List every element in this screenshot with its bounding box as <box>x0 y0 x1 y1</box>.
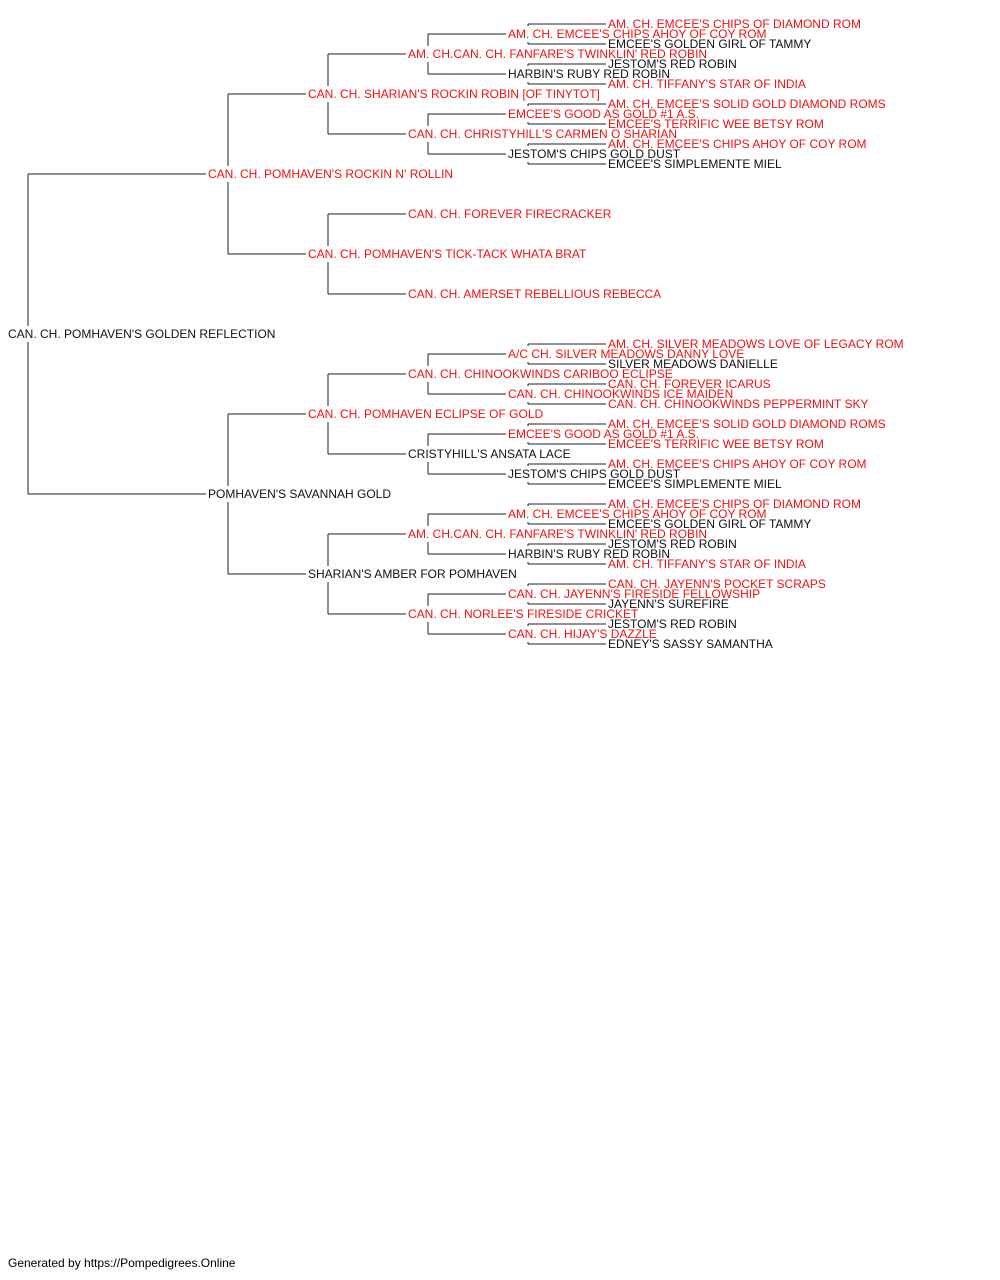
dog-subject-dam-dam-sire-sire-dam[interactable]: EMCEE'S GOLDEN GIRL OF TAMMY <box>608 517 811 531</box>
dog-subject-sire-sire-sire-sire-sire[interactable]: AM. CH. EMCEE'S CHIPS OF DIAMOND ROM <box>608 17 861 31</box>
dog-subject-sire-sire-sire-sire[interactable]: AM. CH. EMCEE'S CHIPS AHOY OF COY ROM <box>508 27 767 41</box>
dog-subject-dam-dam[interactable]: SHARIAN'S AMBER FOR POMHAVEN <box>308 567 517 581</box>
dog-subject-sire-sire-sire-dam-dam[interactable]: AM. CH. TIFFANY'S STAR OF INDIA <box>608 77 806 91</box>
dog-subject-dam-dam-dam-dam-dam[interactable]: EDNEY'S SASSY SAMANTHA <box>608 637 773 651</box>
dog-subject-dam-sire-dam-sire-dam[interactable]: EMCEE'S TERRIFIC WEE BETSY ROM <box>608 437 824 451</box>
dog-subject-dam-dam-sire-sire[interactable]: AM. CH. EMCEE'S CHIPS AHOY OF COY ROM <box>508 507 767 521</box>
dog-subject-sire-dam[interactable]: CAN. CH. POMHAVEN'S TICK-TACK WHATA BRAT <box>308 247 587 261</box>
dog-subject-sire-sire-dam-dam[interactable]: JESTOM'S CHIPS GOLD DUST <box>508 147 681 161</box>
dog-subject-dam-dam-sire-dam-dam[interactable]: AM. CH. TIFFANY'S STAR OF INDIA <box>608 557 806 571</box>
dog-subject-sire[interactable]: CAN. CH. POMHAVEN'S ROCKIN N' ROLLIN <box>208 167 453 181</box>
dog-subject-dam-dam-dam-dam[interactable]: CAN. CH. HIJAY'S DAZZLE <box>508 627 657 641</box>
dog-subject-sire-sire-sire[interactable]: AM. CH.CAN. CH. FANFARE'S TWINKLIN' RED … <box>408 47 707 61</box>
dog-subject-dam-dam-dam-dam-sire[interactable]: JESTOM'S RED ROBIN <box>608 617 737 631</box>
dog-subject-sire-sire[interactable]: CAN. CH. SHARIAN'S ROCKIN ROBIN [OF TINY… <box>308 87 600 101</box>
dog-subject-sire-sire-dam-sire-dam[interactable]: EMCEE'S TERRIFIC WEE BETSY ROM <box>608 117 824 131</box>
dog-subject-sire-sire-dam[interactable]: CAN. CH. CHRISTYHILL'S CARMEN O SHARIAN <box>408 127 677 141</box>
dog-subject-sire-dam-dam[interactable]: CAN. CH. AMERSET REBELLIOUS REBECCA <box>408 287 661 301</box>
dog-subject-dam-dam-dam-sire[interactable]: CAN. CH. JAYENN'S FIRESIDE FELLOWSHIP <box>508 587 760 601</box>
dog-subject-dam-dam-dam[interactable]: CAN. CH. NORLEE'S FIRESIDE CRICKET <box>408 607 639 621</box>
dog-subject-dam[interactable]: POMHAVEN'S SAVANNAH GOLD <box>208 487 391 501</box>
dog-subject-dam-sire-dam-dam[interactable]: JESTOM'S CHIPS GOLD DUST <box>508 467 681 481</box>
dog-subject-sire-sire-dam-sire-sire[interactable]: AM. CH. EMCEE'S SOLID GOLD DIAMOND ROMS <box>608 97 886 111</box>
dog-subject-dam-dam-sire-dam[interactable]: HARBIN'S RUBY RED ROBIN <box>508 547 670 561</box>
dog-subject-dam-dam-sire-dam-sire[interactable]: JESTOM'S RED ROBIN <box>608 537 737 551</box>
dog-subject[interactable]: CAN. CH. POMHAVEN'S GOLDEN REFLECTION <box>8 327 275 341</box>
dog-subject-dam-sire-sire[interactable]: CAN. CH. CHINOOKWINDS CARIBOO ECLIPSE <box>408 367 673 381</box>
dog-subject-sire-sire-sire-dam-sire[interactable]: JESTOM'S RED ROBIN <box>608 57 737 71</box>
dog-subject-dam-sire-dam-sire[interactable]: EMCEE'S GOOD AS GOLD #1 A.S. <box>508 427 699 441</box>
dog-subject-dam-sire-sire-sire-sire[interactable]: AM. CH. SILVER MEADOWS LOVE OF LEGACY RO… <box>608 337 904 351</box>
dog-subject-sire-sire-sire-sire-dam[interactable]: EMCEE'S GOLDEN GIRL OF TAMMY <box>608 37 811 51</box>
dog-subject-dam-sire-dam-dam-sire[interactable]: AM. CH. EMCEE'S CHIPS AHOY OF COY ROM <box>608 457 867 471</box>
dog-subject-dam-sire-sire-sire[interactable]: A/C CH. SILVER MEADOWS DANNY LOVE <box>508 347 744 361</box>
dog-subject-dam-dam-sire-sire-sire[interactable]: AM. CH. EMCEE'S CHIPS OF DIAMOND ROM <box>608 497 861 511</box>
footer-credit: Generated by https://Pompedigrees.Online <box>8 1256 236 1270</box>
dog-subject-sire-sire-dam-sire[interactable]: EMCEE'S GOOD AS GOLD #1 A.S. <box>508 107 699 121</box>
dog-subject-dam-sire-sire-dam-dam[interactable]: CAN. CH. CHINOOKWINDS PEPPERMINT SKY <box>608 397 868 411</box>
dog-subject-sire-sire-sire-dam[interactable]: HARBIN'S RUBY RED ROBIN <box>508 67 670 81</box>
dog-subject-sire-sire-dam-dam-sire[interactable]: AM. CH. EMCEE'S CHIPS AHOY OF COY ROM <box>608 137 867 151</box>
dog-subject-dam-sire-dam[interactable]: CRISTYHILL'S ANSATA LACE <box>408 447 571 461</box>
dog-subject-dam-dam-dam-sire-sire[interactable]: CAN. CH. JAYENN'S POCKET SCRAPS <box>608 577 826 591</box>
dog-subject-dam-sire-dam-sire-sire[interactable]: AM. CH. EMCEE'S SOLID GOLD DIAMOND ROMS <box>608 417 886 431</box>
dog-subject-dam-sire[interactable]: CAN. CH. POMHAVEN ECLIPSE OF GOLD <box>308 407 543 421</box>
dog-subject-sire-sire-dam-dam-dam[interactable]: EMCEE'S SIMPLEMENTE MIEL <box>608 157 782 171</box>
dog-subject-dam-dam-sire[interactable]: AM. CH.CAN. CH. FANFARE'S TWINKLIN' RED … <box>408 527 707 541</box>
dog-subject-dam-sire-sire-dam-sire[interactable]: CAN. CH. FOREVER ICARUS <box>608 377 771 391</box>
dog-subject-dam-sire-sire-sire-dam[interactable]: SILVER MEADOWS DANIELLE <box>608 357 778 371</box>
dog-subject-dam-sire-dam-dam-dam[interactable]: EMCEE'S SIMPLEMENTE MIEL <box>608 477 782 491</box>
dog-subject-dam-dam-dam-sire-dam[interactable]: JAYENN'S SUREFIRE <box>608 597 729 611</box>
dog-subject-dam-sire-sire-dam[interactable]: CAN. CH. CHINOOKWINDS ICE MAIDEN <box>508 387 733 401</box>
dog-subject-sire-dam-sire[interactable]: CAN. CH. FOREVER FIRECRACKER <box>408 207 612 221</box>
